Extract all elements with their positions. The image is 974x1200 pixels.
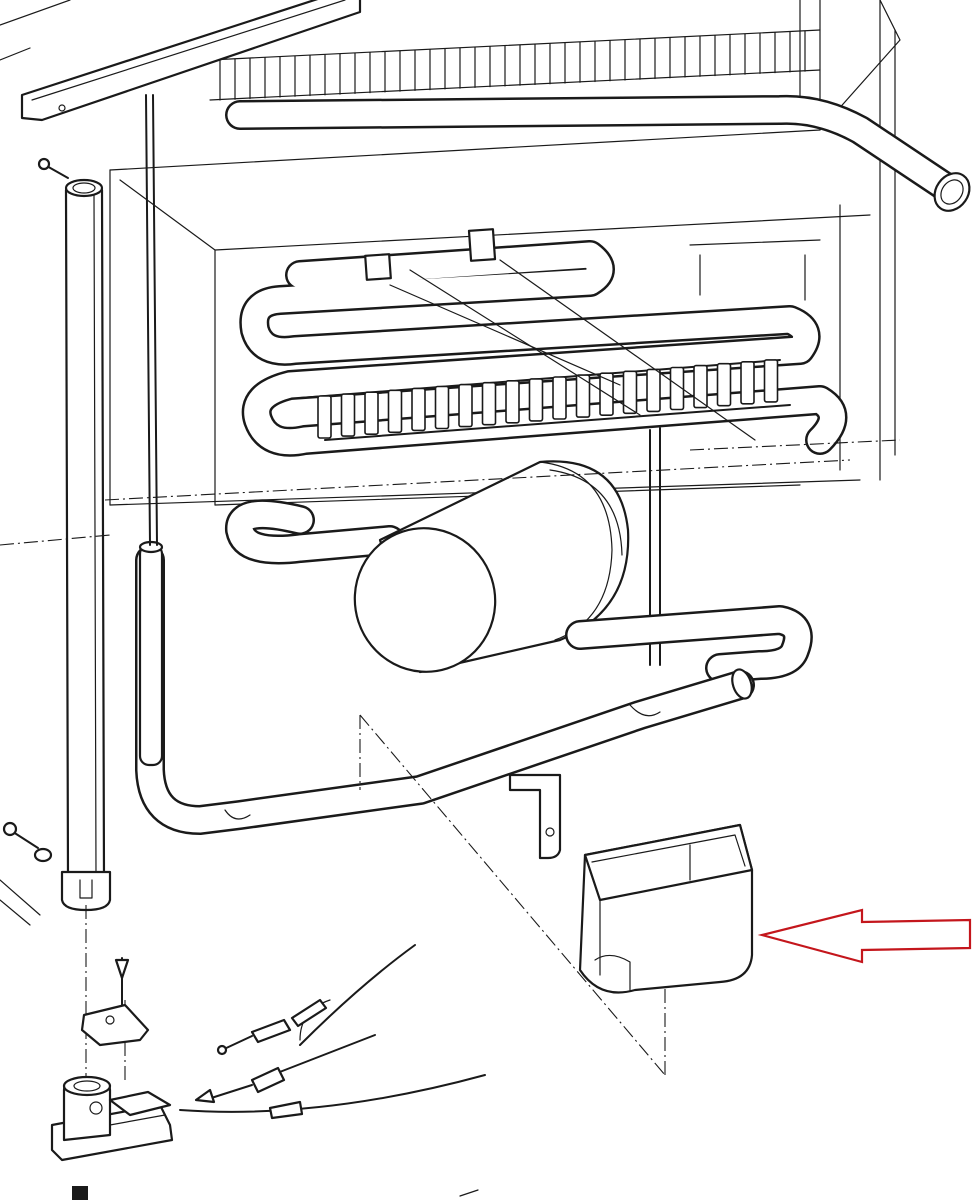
evaporator-fin bbox=[622, 370, 638, 415]
bottom-edge-marks bbox=[72, 1186, 479, 1200]
reservoir-cylinder bbox=[353, 460, 630, 674]
evaporator-fin bbox=[693, 364, 708, 409]
leader-lines bbox=[389, 259, 756, 441]
evaporator-fin bbox=[740, 360, 755, 405]
rail-screw bbox=[37, 157, 69, 179]
assembly-axis-lines bbox=[0, 439, 901, 1080]
flue-pipe bbox=[60, 178, 112, 912]
evaporator-fin bbox=[505, 379, 520, 424]
burner-shield-cover[interactable] bbox=[578, 823, 754, 994]
reservoir-feed-tube bbox=[225, 499, 405, 565]
evaporator-fin bbox=[669, 366, 685, 411]
level-tube bbox=[138, 540, 164, 767]
evaporator-fin bbox=[340, 393, 356, 437]
evaporator-fin bbox=[646, 368, 661, 413]
support-rod bbox=[145, 94, 158, 546]
evaporator-fin bbox=[552, 376, 567, 420]
evaporator-fin bbox=[481, 381, 497, 426]
evaporator-coils bbox=[239, 239, 848, 457]
evaporator-fin bbox=[716, 362, 732, 407]
mounting-rail bbox=[20, 0, 362, 122]
evaporator-fins bbox=[299, 359, 791, 441]
condenser-fins bbox=[209, 29, 821, 101]
evaporator-fin bbox=[317, 395, 332, 439]
right-loop-tube bbox=[565, 605, 813, 683]
evaporator-fin bbox=[528, 378, 544, 422]
evaporator-clips bbox=[364, 228, 497, 281]
boiler-tube bbox=[135, 545, 755, 835]
evaporator-fin bbox=[387, 389, 403, 434]
upper-return-tube bbox=[225, 94, 971, 212]
evaporator-fin bbox=[575, 374, 591, 418]
ignition-wires bbox=[179, 944, 486, 1120]
evaporator-fin bbox=[763, 359, 779, 403]
mounting-screw-left bbox=[2, 821, 53, 863]
evaporator-fin bbox=[364, 391, 379, 436]
boiler-bracket bbox=[508, 773, 562, 860]
evaporator-fin bbox=[458, 383, 473, 428]
callout-arrow bbox=[757, 908, 972, 964]
evaporator-fin bbox=[434, 385, 450, 430]
evaporator-fin bbox=[411, 387, 426, 432]
burner-assembly bbox=[50, 1075, 174, 1162]
burner-bracket bbox=[80, 957, 150, 1047]
